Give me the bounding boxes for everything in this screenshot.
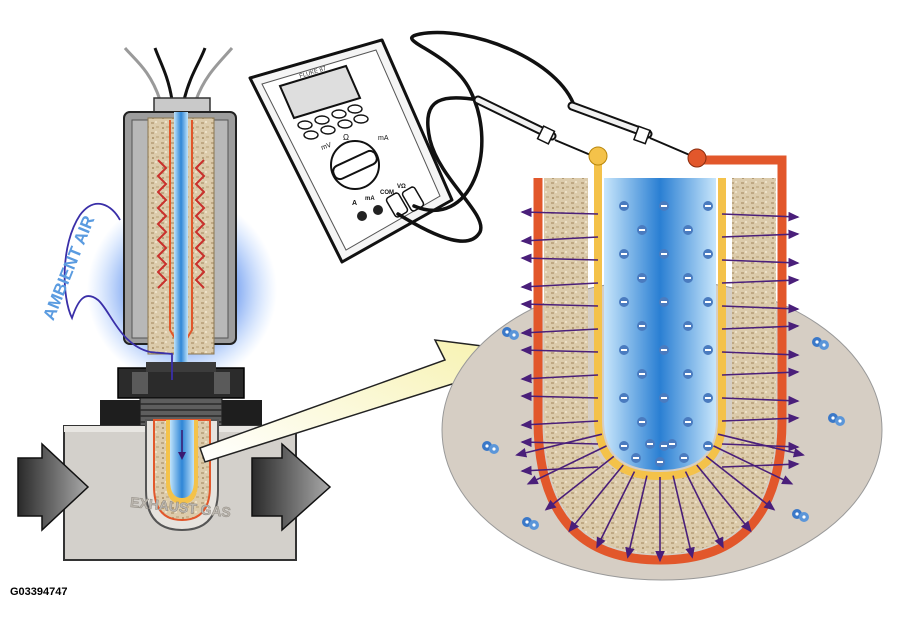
ion-arrow-icon [713,445,794,485]
test-leads [396,30,577,243]
oxygen-ion-icon [619,249,629,259]
jack-label-a: A [352,200,357,207]
oxygen-ion-icon [703,201,713,211]
oxygen-ion-icon [659,345,669,355]
oxygen-ion-icon [637,273,647,283]
multimeter-display [278,64,362,120]
inner-electrode-terminal [588,146,608,166]
ion-arrow-icon [721,257,800,268]
oxygen-ion-icon [703,345,713,355]
ion-arrow-icon [520,253,599,264]
oxygen-ion-icon [667,439,677,449]
flow-arrow-icon [251,442,332,532]
oxygen-ion-icon [703,297,713,307]
oxygen-ion-icon [683,273,693,283]
ion-arrow-icon [515,433,603,458]
ion-arrow-icon [520,391,599,402]
ion-arrow-icon [625,475,648,559]
oxygen-ion-icon [637,225,647,235]
oxygen-ion-icon [703,441,713,451]
oxygen-ion-icon [637,417,647,427]
ion-arrow-icon [696,464,752,533]
ion-arrow-icon [520,437,599,448]
inner-electrode [594,160,726,481]
ion-arrow-icon [526,445,607,485]
oxygen-ion-icon [659,249,669,259]
oxygen-ion-icon [619,393,629,403]
reference-air-core [604,178,716,470]
ion-migration-arrows [515,207,805,563]
oxygen-ion-icon [659,201,669,211]
ion-arrow-icon [721,349,800,360]
ion-arrow-icon [520,345,599,356]
ion-arrow-icon [721,367,800,378]
ion-arrow-icon [721,211,800,222]
oxygen-ion-icon [683,417,693,427]
oxygen-ion-icon [619,297,629,307]
test-probe-black [473,95,594,157]
oxygen-ion-icon [631,453,641,463]
multimeter: FLUKE 87 mV Ω mA A mA COM VΩ [248,38,454,264]
dial-label-mv: mV [320,142,333,152]
ion-arrow-icon [721,303,800,314]
sensor-assembly [87,47,277,431]
test-probe-red [567,101,693,157]
ion-arrow-icon [705,455,776,511]
ion-arrow-icon [721,413,800,424]
ion-arrow-icon [568,464,624,533]
ion-arrow-icon [520,373,599,384]
oxygen-ion-icon [637,369,647,379]
ion-arrow-icon [721,441,800,452]
jack-label-com: COM [380,190,394,196]
dial-label-ohm: Ω [343,133,349,142]
oxygen-ion-icon [659,297,669,307]
oxygen-ion-icon [683,369,693,379]
flow-arrow-icon [17,442,90,532]
oxygen-ion-icon [679,453,689,463]
ion-arrow-icon [596,471,636,549]
ion-arrow-icon [672,475,695,559]
ion-arrow-icon [721,321,800,332]
oxygen-ion-icon [645,439,655,449]
oxygen-ion-icon [619,201,629,211]
ion-arrow-icon [721,275,800,286]
oxygen-ion-icon [703,249,713,259]
ambient-air-path [63,202,151,353]
oxygen-ion-icon [619,345,629,355]
ion-arrow-icon [520,235,599,246]
dial-label-ma: mA [378,135,389,142]
oxygen-ion-icon [683,225,693,235]
ion-arrow-icon [721,229,800,240]
ion-arrow-icon [544,455,615,511]
ion-arrow-icon [721,459,800,470]
reference-air-channel [174,112,188,362]
ion-arrow-icon [721,395,800,406]
oxygen-ion-icon [637,321,647,331]
ion-arrow-icon [684,471,724,549]
oxygen-ion-icon [619,441,629,451]
ion-arrow-icon [520,327,599,338]
ion-arrow-icon [520,207,599,218]
oxygen-ion-icon [655,457,665,467]
outer-electrode-terminal [687,148,707,168]
ion-arrow-icon [717,433,805,458]
oxygen-ion-icon [683,321,693,331]
ion-arrow-icon [520,281,599,292]
oxygen-ion-icon [659,393,669,403]
oxygen-ion-icon [703,393,713,403]
ion-arrow-icon [520,419,599,430]
figure-id: G03394747 [10,586,68,598]
ion-arrow-icon [520,299,599,310]
jack-label-ma: mA [365,196,375,202]
jack-label-volts: VΩ [397,184,406,190]
